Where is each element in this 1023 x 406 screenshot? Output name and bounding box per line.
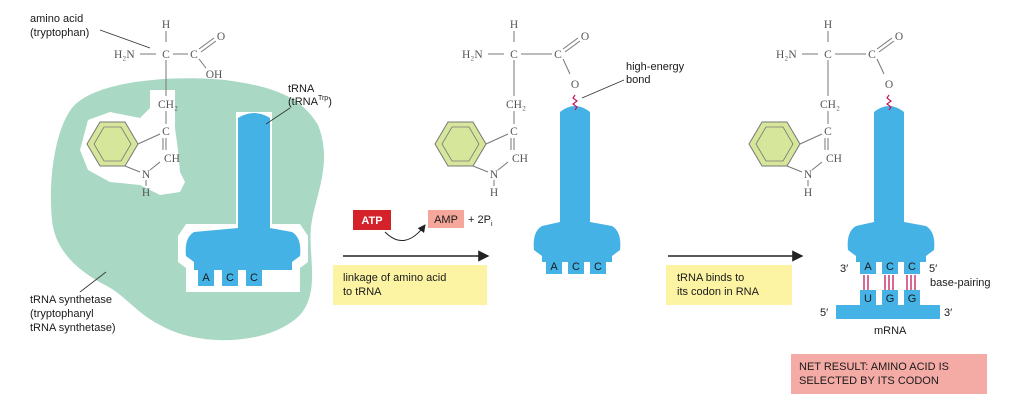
methylene-group: CH₂ [158, 99, 178, 111]
hydroxyl-group: OH [206, 69, 223, 81]
net-result-line: SELECTED BY ITS CODON [799, 375, 939, 387]
step2-caption-line: tRNA binds to [677, 272, 744, 284]
step2-caption-box [666, 265, 792, 305]
pyrophosphate-label: + 2Pi [468, 214, 493, 228]
ring-n: N [142, 169, 151, 181]
codon-base: G [908, 293, 917, 305]
net-result-box [791, 354, 987, 394]
high-energy-bond-label: high-energy [626, 61, 685, 73]
anticodon-base: C [226, 272, 234, 284]
carboxyl-carbon: C [868, 49, 876, 61]
trna-molecule: A C C [533, 106, 621, 274]
anticodon-base: A [202, 272, 210, 284]
step1-caption-line: to tRNA [343, 286, 382, 298]
mrna-strand: U G G [836, 290, 940, 319]
trna-trp-label: (tRNATrp) [288, 95, 332, 108]
amine-group: H₂N [114, 49, 135, 61]
panel-3: A C C U G G 3′ 5′ base-pairing 5′ 3′ mRN… [748, 19, 991, 337]
anticodon-base: A [550, 261, 558, 273]
three-prime-label: 3′ [840, 263, 848, 275]
high-energy-bond [572, 94, 578, 111]
amino-acid-structure: H H₂N C C O OH CH₂ C CH N [86, 19, 225, 199]
amine-group: H₂N [462, 49, 483, 61]
anticodon-base: C [250, 272, 258, 284]
ring-ch: CH [164, 153, 180, 165]
mrna-five-prime-label: 5′ [820, 307, 828, 319]
atp-label: ATP [361, 215, 382, 227]
atom-h: H [824, 19, 832, 31]
ring-ch: CH [512, 153, 528, 165]
codon-base: U [864, 293, 872, 305]
trna-label: tRNA [288, 83, 315, 95]
alpha-carbon: C [510, 49, 518, 61]
base-pairing-bonds [863, 275, 916, 290]
ring-carbon: C [510, 126, 518, 138]
amp-box [428, 210, 464, 228]
amino-acid-structure: H H₂N C C O O CH₂ C CH N H [434, 19, 589, 199]
ring-carbon: C [824, 126, 832, 138]
five-prime-label: 5′ [929, 263, 937, 275]
net-result-line: NET RESULT: AMINO ACID IS [799, 361, 949, 373]
ring-carbon: C [162, 126, 170, 138]
panel-2: A C C H H₂N C C O O CH₂ C C [434, 19, 685, 274]
synthetase-label: tRNA synthetase [30, 294, 112, 306]
anticodon-base: C [886, 261, 894, 273]
amp-label: AMP [434, 214, 458, 226]
carboxyl-carbon: C [190, 49, 198, 61]
mrna-three-prime-label: 3′ [944, 307, 952, 319]
anticodon-base: A [864, 261, 872, 273]
mrna-label: mRNA [874, 325, 907, 337]
atom-o: O [581, 31, 589, 43]
anticodon-base: C [572, 261, 580, 273]
ester-oxygen: O [885, 79, 893, 91]
ring-nh: H [490, 187, 498, 199]
panel-1: A C C H H₂N C C O OH CH₂ C [30, 13, 332, 341]
alpha-carbon: C [824, 49, 832, 61]
methylene-group: CH₂ [820, 99, 840, 111]
anticodon-base: C [908, 261, 916, 273]
trna-molecule: A C C [185, 113, 301, 286]
reaction-step-1: ATP AMP + 2Pi [343, 210, 493, 262]
amine-group: H₂N [776, 49, 797, 61]
ring-n: N [490, 169, 499, 181]
ring-nh: H [142, 187, 150, 199]
amino-acid-sublabel: (tryptophan) [30, 27, 89, 39]
step2-caption-line: its codon in RNA [677, 286, 760, 298]
atom-o: O [895, 31, 903, 43]
methylene-group: CH₂ [506, 99, 526, 111]
step1-caption-box [333, 265, 487, 305]
trna-molecule: A C C [847, 106, 935, 274]
alpha-carbon: C [162, 49, 170, 61]
codon-base: G [886, 293, 895, 305]
amino-acid-label: amino acid [30, 13, 83, 25]
ring-nh: H [804, 187, 812, 199]
synthetase-sublabel: (tryptophanyl [30, 308, 94, 320]
ring-n: N [804, 169, 813, 181]
anticodon-base: C [594, 261, 602, 273]
high-energy-bond-sublabel: bond [626, 74, 650, 86]
carboxyl-carbon: C [554, 49, 562, 61]
amino-acid-structure: H H₂N C C O O CH₂ C CH N H [748, 19, 903, 199]
base-pairing-label: base-pairing [930, 277, 991, 289]
atom-h: H [510, 19, 518, 31]
atom-o: O [217, 31, 225, 43]
atp-box [353, 210, 391, 230]
synthetase-sublabel: tRNA synthetase) [30, 322, 116, 334]
ester-oxygen: O [571, 79, 579, 91]
high-energy-bond [886, 94, 892, 111]
ring-ch: CH [826, 153, 842, 165]
atom-h: H [162, 19, 170, 31]
step1-caption-line: linkage of amino acid [343, 272, 446, 284]
